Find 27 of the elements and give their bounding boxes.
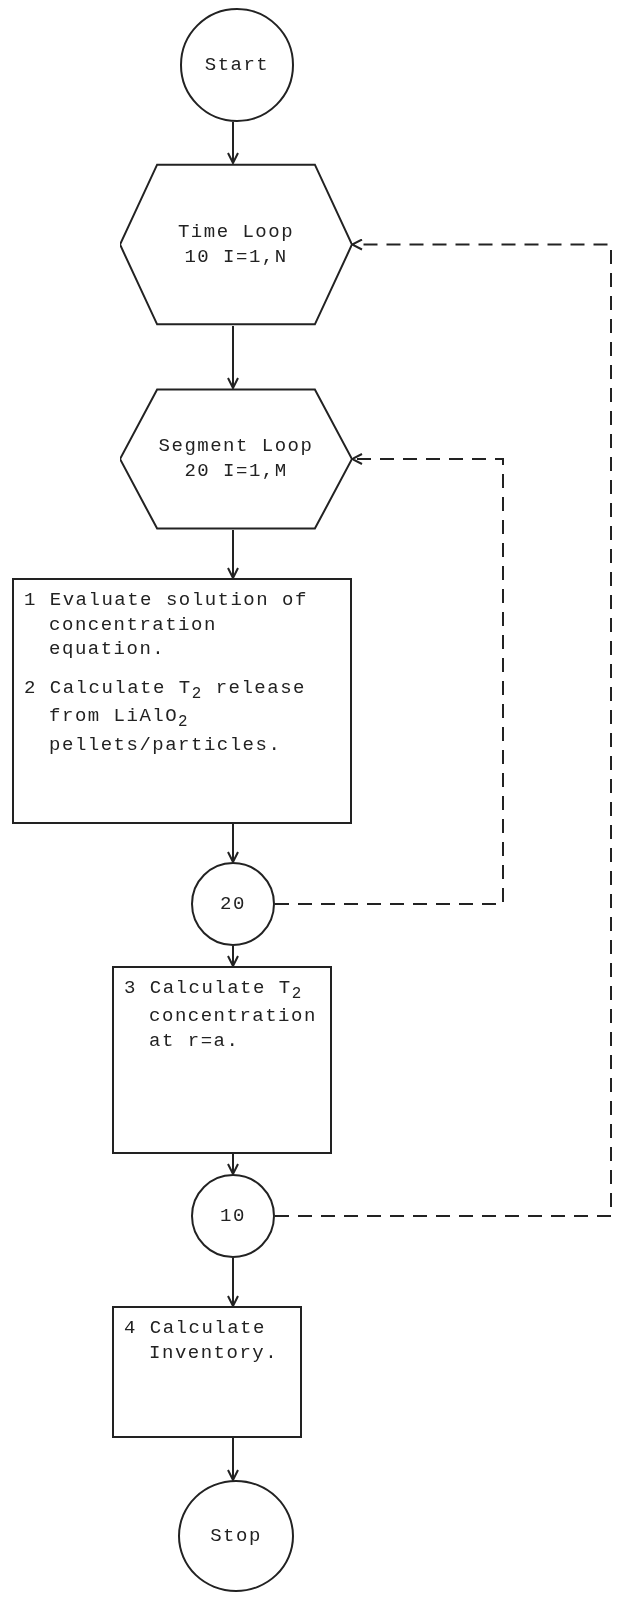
node-text: 20 <box>220 891 246 917</box>
arrow <box>227 325 239 389</box>
arrow <box>227 1437 239 1481</box>
process-box <box>112 966 332 1154</box>
arrow <box>227 945 239 967</box>
node-text: 20 I=1,M <box>184 459 288 484</box>
node-text: Time Loop <box>177 219 295 245</box>
process-box <box>112 1306 302 1438</box>
arrow <box>227 1257 239 1307</box>
node-text: Start <box>204 52 270 78</box>
node-text: 10 <box>220 1203 246 1229</box>
dashed-arrow <box>274 238 612 1217</box>
node-text: 3 Calculate T$_{2}$ concentration at r=a. <box>124 976 318 1054</box>
node-text: 10 I=1,N <box>184 244 288 270</box>
node-text: Stop <box>210 1523 262 1549</box>
process-box <box>12 578 352 824</box>
arrow <box>227 529 239 579</box>
arrow <box>227 823 239 863</box>
node-text: 1 Evaluate solution of concentration equation. <box>24 588 309 663</box>
node-text: 4 Calculate Inventory. <box>124 1316 280 1366</box>
loop-hexagon <box>120 388 352 530</box>
arrow <box>227 121 239 164</box>
node-text: 2 Calculate T$_{2}$ release from LiAlO$_{2}$ pellets/particles. <box>24 676 307 758</box>
node-text: Segment Loop <box>158 434 314 459</box>
loop-hexagon <box>120 163 352 326</box>
dashed-arrow <box>274 453 504 905</box>
arrow <box>227 1153 239 1175</box>
